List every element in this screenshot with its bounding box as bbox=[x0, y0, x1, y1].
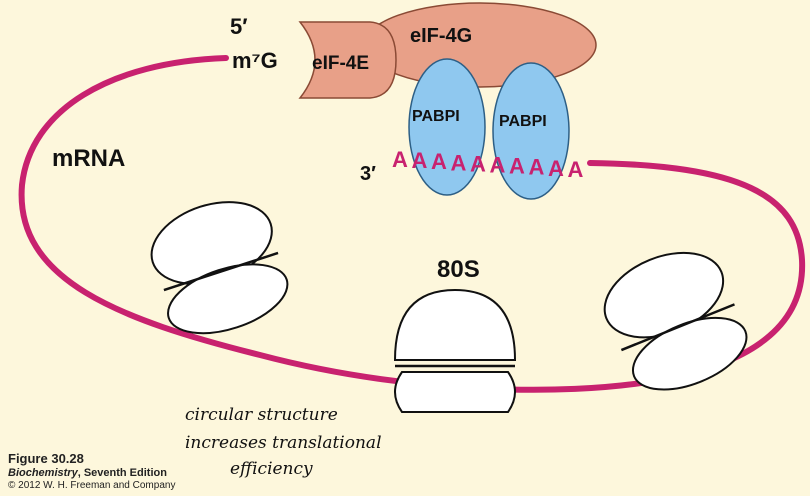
ribosome-center bbox=[393, 288, 517, 413]
eif4e-label: eIF-4E bbox=[312, 53, 369, 74]
five-prime-label: 5′ bbox=[230, 14, 248, 39]
copyright-line: © 2012 W. H. Freeman and Company bbox=[8, 479, 176, 491]
three-prime-label: 3′ bbox=[360, 163, 376, 185]
figure-number: Figure 30.28 bbox=[8, 451, 84, 466]
poly-a-letter: A bbox=[529, 155, 545, 180]
eif4g-label: eIF-4G bbox=[410, 25, 472, 47]
pabp-protein-2 bbox=[492, 62, 570, 200]
eif4e-protein bbox=[298, 21, 397, 99]
ribosome-left bbox=[150, 201, 289, 335]
poly-a-letter: A bbox=[509, 154, 525, 179]
poly-a-letter: A bbox=[431, 149, 447, 174]
annotation-line-3: efficiency bbox=[230, 459, 313, 479]
pabp-label-1: PABPI bbox=[412, 108, 460, 125]
eif4g-protein bbox=[363, 2, 597, 88]
figure-caption: Figure 30.28 Biochemistry, Seventh Editi… bbox=[8, 451, 175, 492]
poly-a-letter: A bbox=[490, 153, 506, 178]
pabp-protein-1 bbox=[408, 58, 486, 196]
book-credit: Biochemistry, Seventh Edition bbox=[8, 467, 175, 480]
poly-a-letter: A bbox=[392, 147, 408, 172]
pabp-label-2: PABPI bbox=[499, 113, 547, 130]
book-title: Biochemistry bbox=[8, 466, 78, 479]
poly-a-letter: A bbox=[548, 156, 564, 181]
book-edition: , Seventh Edition bbox=[77, 466, 167, 479]
poly-a-letter: A bbox=[470, 151, 486, 176]
annotation-line-2: increases translational bbox=[185, 433, 382, 453]
poly-a-letter: A bbox=[568, 157, 584, 182]
cap-label: m⁷G bbox=[232, 48, 278, 73]
mrna-label: mRNA bbox=[52, 145, 125, 172]
annotation-line-1: circular structure bbox=[185, 405, 338, 425]
poly-a-letter: A bbox=[451, 150, 467, 175]
ribosome-right bbox=[603, 251, 748, 391]
ribosome-80s-label: 80S bbox=[437, 256, 480, 283]
poly-a-letter: A bbox=[412, 148, 428, 173]
